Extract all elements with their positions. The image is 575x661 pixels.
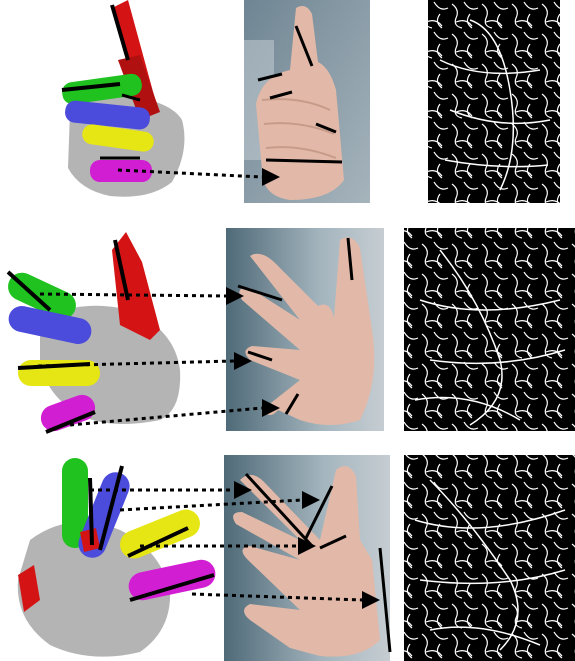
model-edge-line [90,478,92,545]
hand-model-2 [3,232,180,435]
row-1 [61,0,560,203]
hand-model-1 [61,0,185,197]
hand-model-3 [18,458,218,657]
edge-map-3 [404,455,575,661]
photo-edge-line [266,160,342,162]
row-2 [3,228,575,435]
edge-map-1 [428,0,560,203]
row-3 [18,455,575,661]
hand-photo-2 [226,228,384,431]
edge-map-2 [404,228,575,431]
hand-photo-3 [224,455,390,661]
